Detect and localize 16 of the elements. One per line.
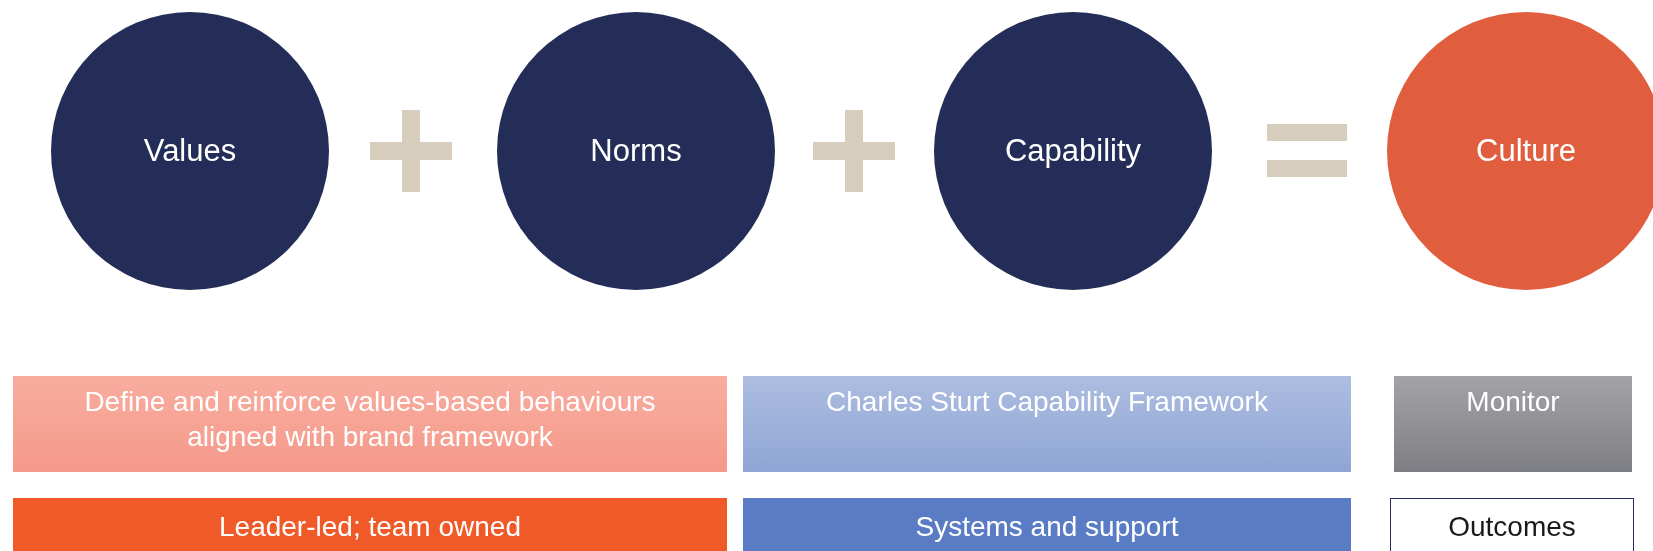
label-bar	[13, 376, 727, 472]
circle-label: Culture	[1476, 133, 1576, 169]
bar-label: Monitor	[1466, 385, 1560, 419]
bar-label: Systems and support	[915, 510, 1179, 544]
label-box	[1390, 498, 1634, 551]
circle-label: Capability	[1004, 133, 1142, 169]
bar-label: Outcomes	[1448, 510, 1576, 544]
label-bar	[1394, 376, 1632, 472]
circle-label: Values	[143, 133, 237, 169]
bar-label: Charles Sturt Capability Framework	[826, 385, 1268, 419]
bar-label: Leader-led; team owned	[219, 510, 521, 544]
label-bar	[743, 376, 1351, 472]
label-bar	[743, 498, 1351, 551]
bar-label: Define and reinforce values-based behaviours aligned with brand framework	[83, 385, 657, 454]
label-bar	[13, 498, 727, 551]
circle-label: Norms	[590, 133, 682, 169]
